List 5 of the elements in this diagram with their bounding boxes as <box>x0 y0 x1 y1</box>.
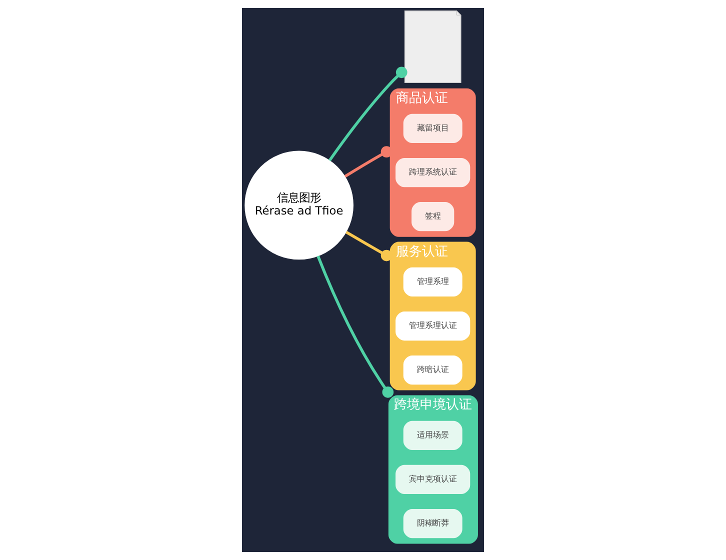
connector <box>344 146 392 178</box>
node-circle: 信息图形 Rérase ad Tfioe <box>244 150 354 260</box>
connector <box>316 256 394 398</box>
connector <box>346 230 392 262</box>
connector <box>328 66 408 162</box>
